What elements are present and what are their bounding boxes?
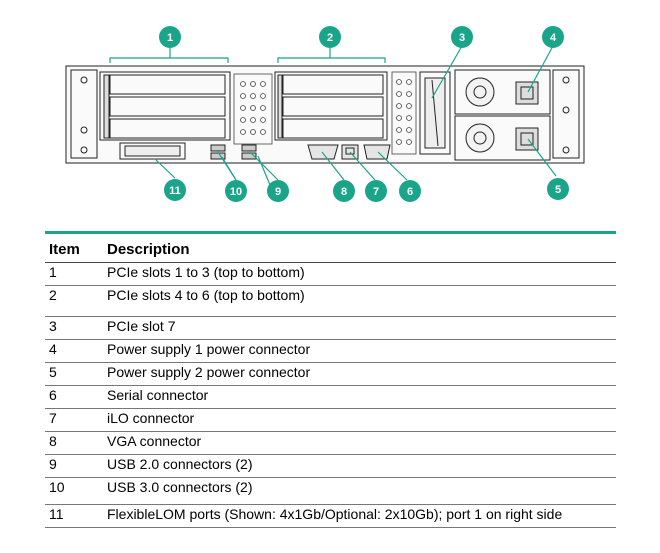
- callout-9: 9: [267, 180, 289, 202]
- row-description: VGA connector: [107, 433, 202, 449]
- svg-text:2: 2: [327, 32, 333, 44]
- pcie-riser-1: [99, 71, 231, 141]
- table-row: 4 Power supply 1 power connector: [45, 340, 616, 363]
- callout-2: 2: [319, 26, 341, 48]
- svg-text:9: 9: [275, 186, 281, 198]
- legend-table: Item Description 1 PCIe slots 1 to 3 (top…: [45, 231, 616, 528]
- row-item: 6: [49, 387, 57, 403]
- row-description: PCIe slot 7: [107, 318, 176, 334]
- row-description: USB 3.0 connectors (2): [107, 479, 253, 495]
- svg-text:11: 11: [169, 185, 181, 197]
- svg-text:10: 10: [230, 186, 242, 198]
- row-item: 1: [49, 264, 57, 280]
- callout-7: 7: [365, 180, 387, 202]
- callout-8: 8: [333, 180, 355, 202]
- callout-11: 11: [164, 179, 186, 201]
- row-item: 7: [49, 410, 57, 426]
- row-description: Serial connector: [107, 387, 209, 403]
- vga-connector: [307, 144, 339, 160]
- row-item: 11: [49, 506, 64, 522]
- header-description: Description: [107, 240, 190, 258]
- svg-text:7: 7: [373, 186, 379, 198]
- callout-4: 4: [542, 26, 564, 48]
- svg-text:3: 3: [459, 32, 465, 44]
- row-description: Power supply 2 power connector: [107, 364, 311, 380]
- pcie-slot-7: [419, 71, 451, 155]
- svg-text:5: 5: [555, 184, 561, 196]
- callout-6: 6: [399, 180, 421, 202]
- table-row: 5 Power supply 2 power connector: [45, 363, 616, 386]
- row-description: FlexibleLOM ports (Shown: 4x1Gb/Optional…: [107, 506, 563, 522]
- table-row: 6 Serial connector: [45, 386, 616, 409]
- row-description: USB 2.0 connectors (2): [107, 456, 253, 472]
- pcie-riser-2: [274, 71, 388, 141]
- table-row: 11 FlexibleLOM ports (Shown: 4x1Gb/Option…: [45, 505, 616, 528]
- row-item: 9: [49, 456, 57, 472]
- row-item: 10: [49, 479, 65, 495]
- table-row: 2 PCIe slots 4 to 6 (top to bottom): [45, 286, 616, 317]
- flexiblelom-ports: [119, 142, 186, 160]
- callout-1: 1: [159, 26, 181, 48]
- row-item: 4: [49, 341, 57, 357]
- vent-block-2: [391, 71, 417, 155]
- row-item: 8: [49, 433, 57, 449]
- callout-10: 10: [225, 180, 247, 202]
- row-item: 5: [49, 364, 57, 380]
- leader-lines: [109, 45, 557, 186]
- callout-3: 3: [451, 26, 473, 48]
- callout-5: 5: [547, 178, 569, 200]
- svg-text:8: 8: [341, 186, 347, 198]
- server-rear-panel-diagram: 1 2 3 4 5 6 7 8 9 10 11: [65, 26, 585, 202]
- row-description: PCIe slots 1 to 3 (top to bottom): [107, 264, 305, 280]
- row-description: iLO connector: [107, 410, 195, 426]
- svg-text:6: 6: [407, 186, 413, 198]
- table-row: 1 PCIe slots 1 to 3 (top to bottom): [45, 263, 616, 286]
- svg-text:1: 1: [167, 32, 173, 44]
- header-item: Item: [49, 240, 80, 258]
- vent-block-1: [233, 73, 273, 145]
- row-description: PCIe slots 4 to 6 (top to bottom): [107, 287, 305, 303]
- usb-2-connectors: [241, 144, 257, 160]
- table-row: 3 PCIe slot 7: [45, 317, 616, 340]
- table-row: 7 iLO connector: [45, 409, 616, 432]
- row-item: 2: [49, 287, 57, 303]
- table-row: 8 VGA connector: [45, 432, 616, 455]
- power-supply-2: [454, 115, 551, 161]
- row-description: Power supply 1 power connector: [107, 341, 311, 357]
- power-supply-1: [454, 69, 551, 115]
- svg-text:4: 4: [550, 32, 557, 44]
- table-row: 9 USB 2.0 connectors (2): [45, 455, 616, 478]
- table-row: 10 USB 3.0 connectors (2): [45, 478, 616, 505]
- legend-header-row: Item Description: [45, 232, 616, 263]
- serial-connector: [363, 144, 391, 160]
- row-item: 3: [49, 318, 57, 334]
